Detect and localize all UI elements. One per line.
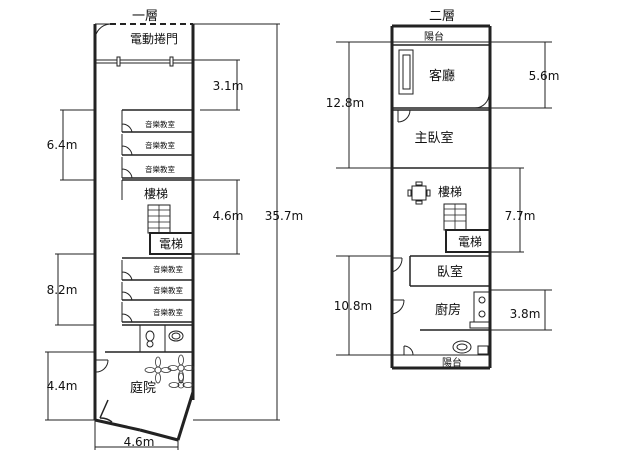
floor2-door-living: [474, 93, 490, 109]
floor1-music-room-3: 音樂教室: [145, 164, 175, 174]
floor1-music-room-2: 音樂教室: [145, 140, 175, 150]
floor2-dim-12-8m: 12.8m: [326, 96, 364, 110]
floor2-kitchen-appliances-icon: [469, 291, 491, 329]
floor2-dim-10-8m: 10.8m: [334, 299, 372, 313]
floor1-door-top: [94, 23, 111, 41]
floor1-door-bottom: [99, 399, 113, 423]
floor2-stairs-label: 樓梯: [438, 184, 462, 199]
floor1-walls: [93, 24, 195, 442]
floor1-dim-4-4m: 4.4m: [47, 379, 78, 393]
floor2-living-label: 客廳: [429, 68, 455, 84]
floor1-shutter-label: 電動捲門: [130, 32, 178, 46]
floor2-bedroom: [391, 255, 490, 287]
floor2-master-label: 主臥室: [414, 130, 453, 146]
floor2-bedroom-label: 臥室: [437, 264, 463, 280]
floor2-balcony-bottom: [392, 345, 490, 356]
floor1-plan: 一層 電動捲門 音樂教室: [45, 9, 303, 450]
floor1-music-room-6: 音樂教室: [153, 307, 183, 317]
floor1-dimension-lines: [45, 23, 280, 450]
floor1-toilets: [105, 324, 193, 353]
floor2-sofa-icon: [398, 49, 414, 95]
floor2-title: 二層: [429, 9, 455, 24]
floor1-dim-8-2m: 8.2m: [47, 283, 78, 297]
floor2-dim-3-8m: 3.8m: [510, 307, 541, 321]
floor1-music-rooms-lower: [121, 257, 193, 323]
floor2-door-kitchen: [391, 299, 405, 315]
floor1-dim-3-1m: 3.1m: [213, 79, 244, 93]
floor1-music-room-4: 音樂教室: [153, 264, 183, 274]
floor2-kitchen-label: 廚房: [435, 302, 461, 318]
floor2-master-room: [392, 109, 490, 169]
floor1-title: 一層: [132, 9, 158, 24]
floor1-window-bar: [95, 56, 193, 67]
floor2-dim-5-6m: 5.6m: [529, 69, 560, 83]
floor2-bathroom: [420, 329, 490, 355]
floor1-dim-4-6m-bottom: 4.6m: [124, 435, 155, 449]
floor1-dim-4-6m: 4.6m: [213, 209, 244, 223]
floor1-music-rooms-upper: [121, 109, 193, 179]
floor1-stairs: [121, 179, 193, 234]
floor1-music-room-1: 音樂教室: [145, 119, 175, 129]
floor2-elevator: [445, 229, 491, 253]
floor2-balcony-top-label: 陽台: [424, 30, 444, 43]
floor1-elevator: [149, 232, 194, 255]
floor1-dim-6-4m: 6.4m: [47, 138, 78, 152]
floor2-dimension-lines: [336, 41, 552, 356]
floor1-music-room-5: 音樂教室: [153, 285, 183, 295]
floor1-flower-icon-1: [144, 356, 172, 384]
floor2-plan: 二層 陽台 客廳 主臥室: [326, 9, 560, 370]
floor2-dim-7-7m: 7.7m: [505, 209, 536, 223]
floor2-balcony-bottom-label: 陽台: [442, 356, 462, 369]
floor2-elevator-label: 電梯: [458, 235, 482, 249]
floor2-dining-table-icon: [407, 181, 431, 205]
floor1-flower-icon-2: [167, 354, 195, 382]
floor1-elevator-label: 電梯: [159, 237, 183, 251]
floor1-door-garden: [94, 359, 109, 373]
floor1-flower-icon-3: [168, 372, 194, 389]
floor1-garden-label: 庭院: [130, 380, 156, 396]
floor2-balcony-top: [392, 41, 490, 46]
floor1-dim-35-7m: 35.7m: [265, 209, 303, 223]
floor1-stairs-label: 樓梯: [144, 186, 168, 201]
